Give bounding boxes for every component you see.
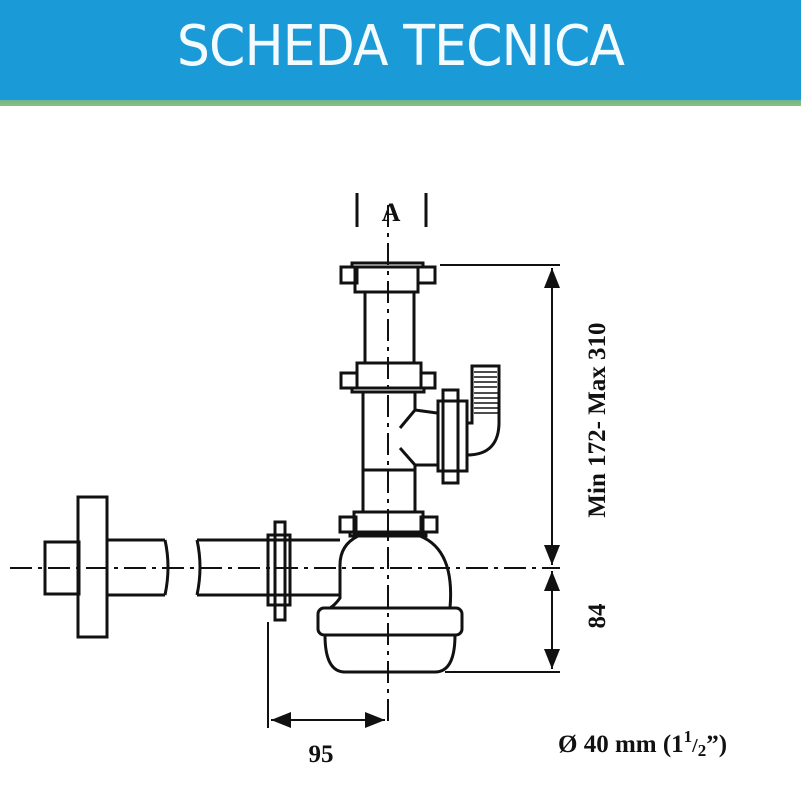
page-title: SCHEDA TECNICA xyxy=(176,14,625,79)
trap-depth-label: 84 xyxy=(584,603,611,629)
offset-label: 95 xyxy=(309,741,334,768)
diameter-suffix: ”) xyxy=(706,731,727,758)
diameter-label: Ø 40 mm (11/2”) xyxy=(558,727,727,760)
fraction-numerator: 1 xyxy=(684,727,693,746)
dimension-lines xyxy=(267,264,560,728)
diameter-text: Ø 40 mm (1 xyxy=(558,731,684,758)
header-divider xyxy=(0,100,801,106)
siphon-body xyxy=(43,261,501,674)
section-label: A xyxy=(382,198,401,227)
fraction-denominator: 2 xyxy=(698,741,707,760)
header-banner xyxy=(0,0,801,101)
fraction-slash: / xyxy=(691,735,698,757)
height-range-label: Min 172- Max 310 xyxy=(584,322,611,517)
